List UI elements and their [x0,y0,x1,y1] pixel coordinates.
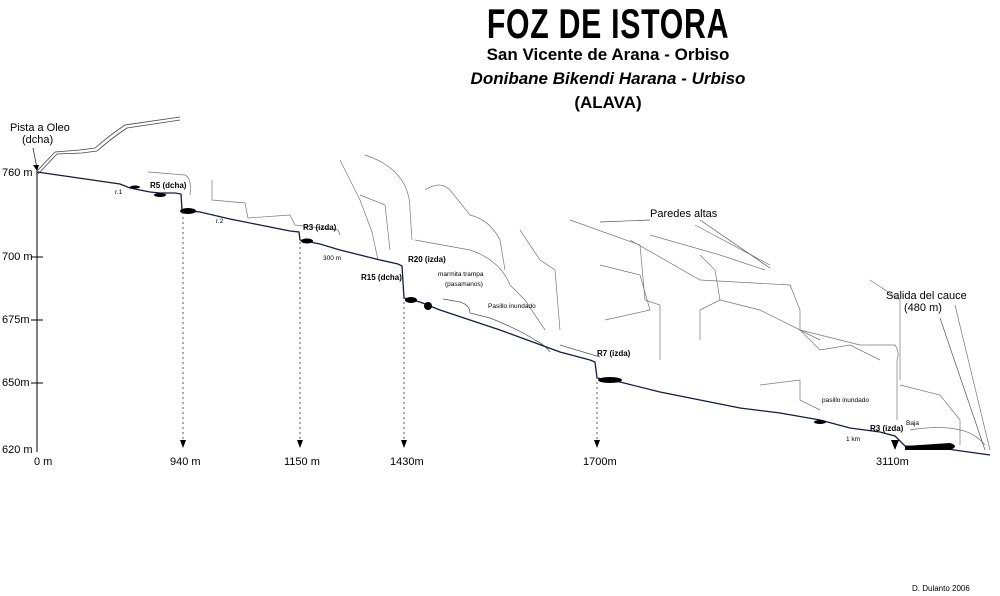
pasillo-inundado-2-label: pasillo inundado [822,397,869,404]
distance-markers [182,212,598,440]
salida-label: Salida del cauce [886,290,967,302]
pista-label: Pista a Oleo [10,122,70,134]
altitude-700: 700 m [2,251,33,263]
distance-0: 0 m [34,456,53,468]
diagram-title: FOZ DE ISTORA [486,0,730,47]
r7-label: R7 (izda) [597,349,631,358]
pasillo-inundado-label: Pasillo inundado [488,303,536,310]
r20-label: R20 (izda) [408,255,446,264]
subtitle-province: (ALAVA) [574,93,642,112]
subtitle-basque: Donibane Bikendi Harana - Urbiso [470,69,746,88]
altitude-620: 620 m [2,444,33,456]
distance-1700: 1700m [583,456,617,468]
r5-label: R5 (dcha) [150,181,187,190]
distance-1430: 1430m [390,456,424,468]
pools [130,185,955,450]
r15-label: R15 (dcha) [361,273,402,282]
pista-arrowhead [33,165,39,171]
pasamanos-label: (pasamanos) [445,281,483,288]
canyon-walls [147,154,991,451]
salida-altitude-label: (480 m) [904,302,942,314]
altitude-760: 760 m [2,167,33,179]
r3-first-label: R3 (izda) [303,223,337,232]
paredes-altas-label: Paredes altas [650,208,718,220]
author-credit: D. Dulanto 2006 [912,584,970,593]
altitude-675: 675m [2,314,30,326]
r3-second-label: R3 (izda) [870,424,904,433]
road-to-oleo [35,116,181,175]
altitude-axis [31,172,43,452]
pista-side-label: (dcha) [22,134,54,146]
distance-1150: 1150 m [284,456,320,468]
pista-arrow [32,147,38,169]
baja-label: Baja [906,420,920,427]
passage-ceiling [442,298,601,358]
subtitle-spanish: San Vicente de Arana - Orbiso [486,45,730,64]
1km-label: 1 km [846,436,861,443]
distance-3110: 3110m [876,456,909,468]
altitude-650: 650m [2,377,30,389]
distance-arrowheads [180,440,899,450]
300m-label: 300 m [323,255,342,262]
marmita-label: marmita trampa [438,271,484,278]
r2-label: r.2 [216,218,224,225]
canyon-floor [36,171,991,456]
annotation-arrows [599,219,986,451]
distance-940: 940 m [170,456,201,468]
r1-label: r.1 [115,189,123,196]
